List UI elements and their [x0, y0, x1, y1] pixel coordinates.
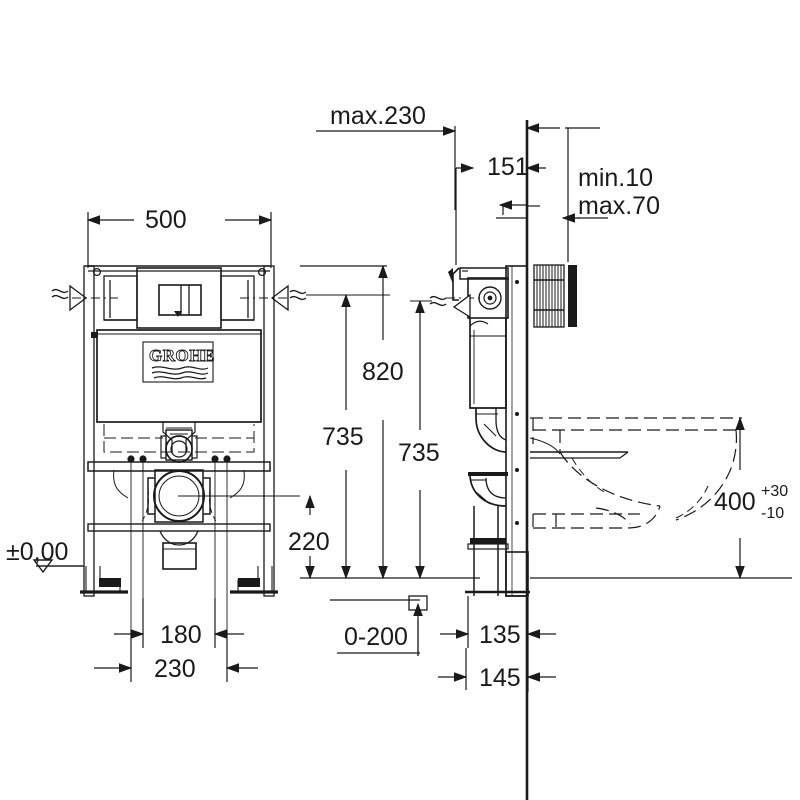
dim-label-bolt-spacing-inner: 180 — [160, 621, 202, 649]
dim-label-tile-min: min.10 — [578, 164, 653, 192]
dim-label-wall-thickness: 151 — [487, 153, 529, 181]
dim-label-outlet-height-front: 735 — [322, 423, 364, 451]
dim-label-depth-total: 145 — [479, 664, 521, 692]
dim-label-datum: ±0,00 — [6, 538, 68, 566]
dim-label-outlet-height-side: 735 — [398, 439, 440, 467]
dim-label-bolt-spacing-outer: 230 — [154, 655, 196, 683]
grohe-wordmark: GROHE — [149, 346, 215, 365]
grohe-logo: GROHE — [149, 346, 215, 380]
dim-label-bowl-tol-minus: -10 — [761, 505, 784, 522]
dim-label-bowl-height: 400 — [714, 488, 756, 516]
dim-label-tile-max: max.70 — [578, 192, 660, 220]
dim-label-total-height: 820 — [362, 358, 404, 386]
dim-label-max-offset: max.230 — [330, 102, 426, 130]
dim-label-bowl-tol-plus: +30 — [761, 483, 788, 500]
dim-label-drain-height: 220 — [288, 528, 330, 556]
dim-label-front-width: 500 — [145, 206, 187, 234]
dim-label-adjust-range: 0-200 — [344, 623, 408, 651]
dim-label-depth-frame: 135 — [479, 621, 521, 649]
